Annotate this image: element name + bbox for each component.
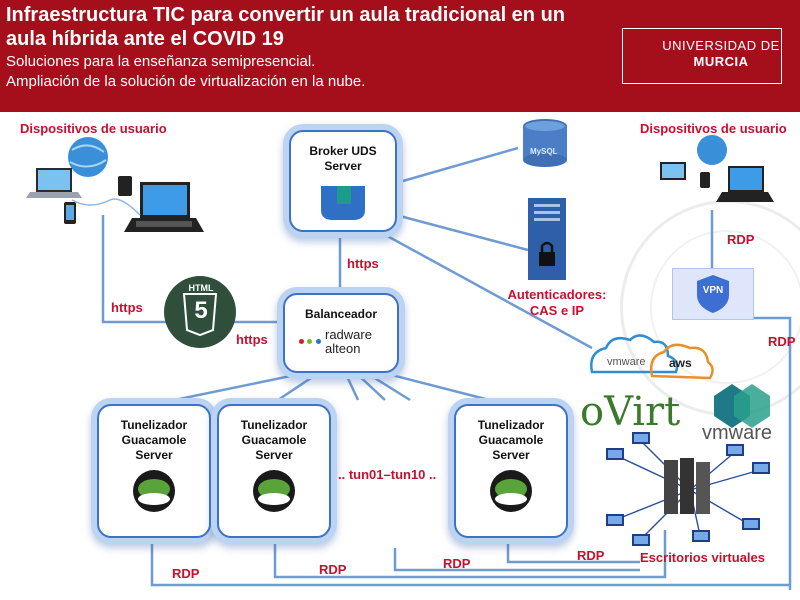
tunnel-2-line-3: Server bbox=[255, 448, 293, 462]
link-balancer-tun2 bbox=[271, 370, 321, 406]
tunnel-server-3: Tunelizador Guacamole Server bbox=[454, 404, 568, 538]
link-balancer-tun3 bbox=[379, 370, 506, 406]
balancer-brand: radware alteon bbox=[325, 328, 372, 356]
link-broker-mysql bbox=[395, 146, 519, 185]
tunnel-2-line-1: Tunelizador bbox=[240, 418, 308, 432]
link-rdp-3 bbox=[393, 548, 640, 572]
tunnel-3-line-1: Tunelizador bbox=[477, 418, 545, 432]
devices-left-label: Dispositivos de usuario bbox=[20, 121, 167, 136]
https-left-label: https bbox=[111, 300, 143, 315]
tunnel-3-line-3: Server bbox=[492, 448, 530, 462]
vmware-label: vmware bbox=[702, 422, 773, 444]
guacamole-icon bbox=[490, 470, 532, 512]
mysql-label: MySQL bbox=[530, 147, 558, 156]
rdp-label-1: RDP bbox=[172, 566, 200, 581]
auth-line-1: Autenticadores: bbox=[507, 287, 607, 302]
tunnel-3-line-2: Guacamole bbox=[478, 433, 544, 447]
html5-icon: 5 bbox=[194, 297, 208, 324]
broker-uds-server: Broker UDS Server bbox=[289, 130, 397, 232]
link-broker-cloud bbox=[379, 230, 593, 350]
guacamole-icon bbox=[133, 470, 175, 512]
link-rdp-4 bbox=[506, 540, 640, 564]
tunnel-server-1: Tunelizador Guacamole Server bbox=[97, 404, 211, 538]
tunnel-1-line-1: Tunelizador bbox=[120, 418, 188, 432]
seal-watermark-inner bbox=[650, 230, 800, 384]
balancer-brand-1: radware bbox=[325, 327, 372, 342]
link-balancer-tun-dots-3 bbox=[364, 370, 411, 402]
devices-right-label: Dispositivos de usuario bbox=[640, 121, 787, 136]
auth-label: Autenticadores: CAS e IP bbox=[505, 287, 609, 319]
https-broker-label: https bbox=[347, 256, 379, 271]
tunnel-2-line-2: Guacamole bbox=[241, 433, 307, 447]
rdp-label-2: RDP bbox=[319, 562, 347, 577]
page-subtitle-2: Ampliación de la solución de virtualizac… bbox=[6, 73, 366, 90]
broker-line-1: Broker UDS bbox=[309, 144, 377, 158]
virtual-desktops-label: Escritorios virtuales bbox=[640, 550, 765, 565]
vpn-shield-icon bbox=[697, 275, 729, 313]
logo-line-2: MURCIA bbox=[693, 54, 749, 69]
page-subtitle-1: Soluciones para la enseñanza semipresenc… bbox=[6, 53, 316, 70]
rdp-right-label: RDP bbox=[768, 334, 796, 349]
balancer-brand-2: alteon bbox=[325, 341, 361, 356]
link-rdp-2 bbox=[273, 530, 667, 579]
tunnel-1-line-2: Guacamole bbox=[121, 433, 187, 447]
header-banner: Infraestructura TIC para convertir un au… bbox=[0, 0, 800, 112]
seal-watermark bbox=[620, 200, 800, 416]
link-rdp-1 bbox=[150, 540, 790, 587]
rdp-label-3: RDP bbox=[443, 556, 471, 571]
vpn-box: VPN bbox=[672, 268, 754, 320]
link-balancer-tun1 bbox=[154, 370, 311, 406]
rdp-vpn-label: RDP bbox=[727, 232, 755, 247]
page-title: Infraestructura TIC para convertir un au… bbox=[6, 4, 566, 50]
logo-line-1: UNIVERSIDAD DE bbox=[662, 38, 780, 53]
cloud-aws-label: aws bbox=[669, 356, 692, 370]
link-balancer-tun-dots-1 bbox=[343, 371, 360, 401]
balancer-title: Balanceador bbox=[304, 307, 378, 321]
tunnel-1-line-3: Server bbox=[135, 448, 173, 462]
broker-line-2: Server bbox=[324, 159, 362, 173]
guacamole-icon bbox=[253, 470, 295, 512]
link-broker-auth bbox=[395, 213, 529, 252]
radware-logo-icon bbox=[299, 333, 321, 348]
tunnel-server-2: Tunelizador Guacamole Server bbox=[217, 404, 331, 538]
https-center-label: https bbox=[236, 332, 268, 347]
university-logo: UNIVERSIDAD DE MURCIA bbox=[622, 28, 782, 84]
rdp-label-4: RDP bbox=[577, 548, 605, 563]
balancer-node: Balanceador radware alteon bbox=[283, 293, 399, 373]
auth-line-2: CAS e IP bbox=[529, 303, 585, 318]
ovirt-logo: oVirt bbox=[580, 389, 681, 435]
link-balancer-tun-dots-2 bbox=[354, 371, 386, 401]
tunnel-range-label: .. tun01–tun10 .. bbox=[338, 467, 437, 482]
link-vpn-desktops bbox=[752, 316, 792, 590]
html5-label: HTML bbox=[188, 283, 214, 293]
uds-logo-icon bbox=[321, 186, 365, 220]
cloud-vmware-label: vmware bbox=[607, 356, 646, 368]
vpn-label: VPN bbox=[702, 285, 724, 296]
